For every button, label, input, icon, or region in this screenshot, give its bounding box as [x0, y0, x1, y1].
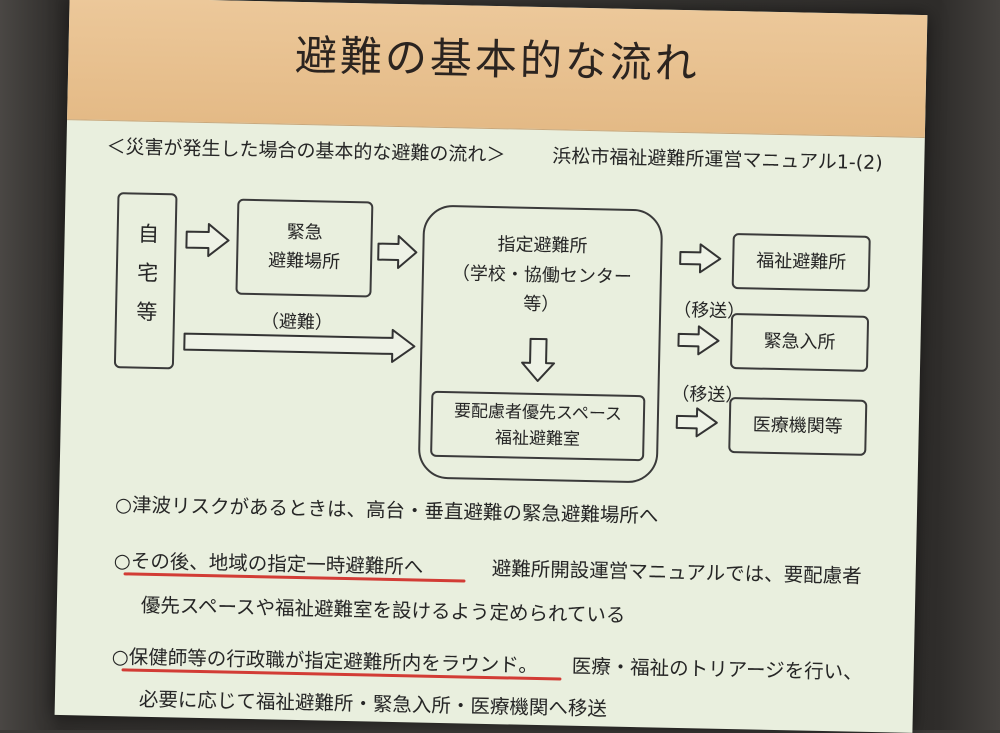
bullet-round-note: 医療・福祉のトリアージを行い、 — [571, 654, 863, 684]
arrow-to-admission-icon — [677, 325, 720, 356]
arrow-down-to-priority-icon — [521, 337, 556, 382]
slide: 避難の基本的な流れ ＜災害が発生した場合の基本的な避難の流れ＞ 浜松市福祉避難所… — [54, 0, 928, 733]
arrow-to-welfare-icon — [679, 243, 722, 274]
arrow-home-to-site-icon — [185, 223, 230, 258]
flow-arrows — [183, 223, 722, 438]
arrow-to-medical-icon — [675, 407, 718, 438]
arrow-home-to-shelter-icon — [183, 328, 416, 363]
arrow-site-to-shelter-icon — [377, 235, 418, 270]
